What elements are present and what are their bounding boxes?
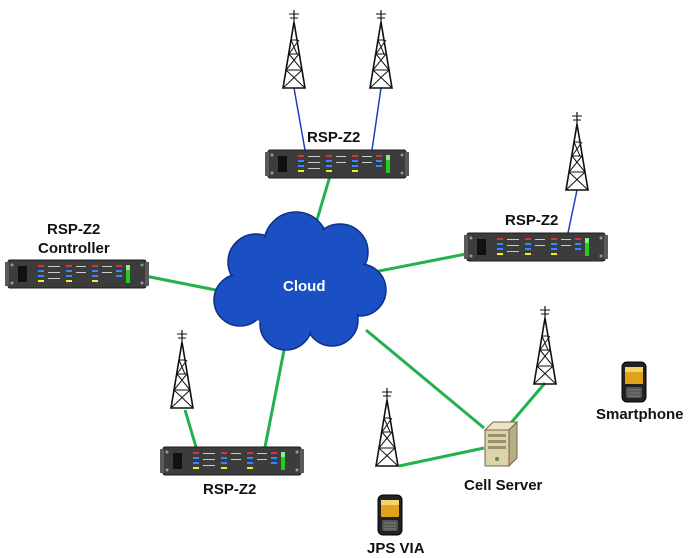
server-icon bbox=[483, 420, 519, 468]
rsp-z2-device-icon bbox=[463, 232, 609, 262]
cloud-icon bbox=[213, 211, 387, 351]
rsp-z2-device-icon bbox=[4, 259, 150, 289]
rsp-z2-top-label: RSP-Z2 bbox=[307, 129, 361, 146]
rsp-z2-bottom-label: RSP-Z2 bbox=[203, 481, 257, 498]
radio-tower-icon bbox=[369, 9, 393, 89]
radio-tower-icon bbox=[375, 387, 399, 467]
antenna-feeders bbox=[293, 87, 578, 234]
link-tower-bottom-rsp bbox=[183, 409, 198, 448]
link-tower2-server bbox=[508, 382, 547, 425]
link-cloud-server bbox=[365, 328, 485, 430]
rsp-z2-right-label: RSP-Z2 bbox=[505, 212, 559, 229]
cloud-label: Cloud bbox=[283, 278, 326, 295]
rsp-z2-device-icon bbox=[264, 149, 410, 179]
feeder-top-left bbox=[293, 87, 306, 151]
feeder-right bbox=[567, 189, 578, 234]
controller-label-line2: Controller bbox=[38, 240, 110, 257]
smartphone-icon bbox=[621, 361, 647, 403]
link-controller-cloud bbox=[144, 274, 227, 294]
radio-tower-icon bbox=[533, 305, 557, 385]
controller-label-line1: RSP-Z2 bbox=[47, 221, 101, 238]
radio-tower-icon bbox=[565, 111, 589, 191]
smartphone-icon bbox=[377, 494, 403, 536]
link-right-rsp-cloud bbox=[373, 252, 467, 274]
rsp-z2-device-icon bbox=[159, 446, 305, 476]
radio-tower-icon bbox=[282, 9, 306, 89]
radio-tower-icon bbox=[170, 329, 194, 409]
cell-server-label: Cell Server bbox=[464, 477, 543, 494]
jps-via-label: JPS VIA bbox=[367, 540, 425, 557]
feeder-top-right bbox=[371, 87, 382, 151]
link-tower-server bbox=[398, 446, 485, 468]
smartphone-label: Smartphone bbox=[596, 406, 684, 423]
